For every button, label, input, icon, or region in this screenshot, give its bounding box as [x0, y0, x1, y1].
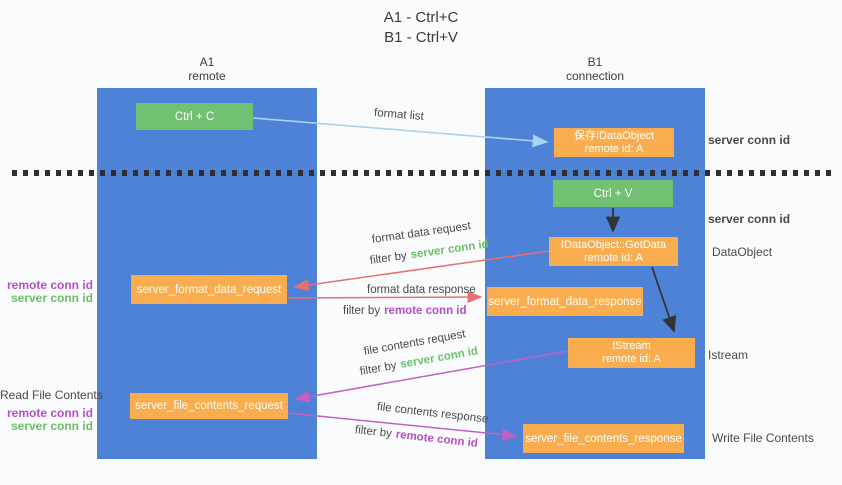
title-line-1: A1 - Ctrl+C	[383, 9, 459, 26]
filter-by-text: filter by	[358, 359, 398, 378]
remote-conn-id-left-mid-label: remote conn id	[6, 278, 93, 292]
istream-node: IStream remote id: A	[568, 338, 695, 368]
getdata-node: IDataObject::GetData remote id: A	[549, 237, 678, 266]
write-file-contents-label: Write File Contents	[712, 431, 814, 445]
server-format-data-request-label: server_format_data_request	[136, 283, 282, 296]
remote-conn-id-left-bottom-label: remote conn id	[6, 406, 93, 420]
server-format-data-response-label: server_format_data_response	[488, 295, 642, 308]
save-dataobject-line1: 保存IDataObject	[573, 129, 655, 142]
format-list-label: format list	[373, 107, 425, 123]
filter-by-text: filter by	[343, 305, 381, 317]
server-file-contents-request-node: server_file_contents_request	[130, 393, 288, 419]
server-format-data-request-node: server_format_data_request	[131, 275, 287, 304]
istream-line1: IStream	[612, 340, 651, 352]
save-dataobject-line2: remote id: A	[584, 142, 644, 155]
istream-side-label: Istream	[708, 348, 749, 362]
diagram-title: A1 - Ctrl+C B1 - Ctrl+V	[0, 8, 842, 48]
lifeline-a1-name: A1	[199, 55, 215, 69]
ctrl-v-label: Ctrl + V	[593, 187, 633, 200]
server-conn-id-right-top-label: server conn id	[708, 133, 791, 147]
save-dataobject-node: 保存IDataObject remote id: A	[554, 128, 674, 157]
left-conn-id-stack-bottom: remote conn id server conn id	[0, 407, 93, 433]
ctrl-c-node: Ctrl + C	[136, 103, 253, 130]
server-file-contents-response-label: server_file_contents_response	[525, 432, 682, 445]
server-conn-id-left-mid-label: server conn id	[10, 291, 93, 305]
ctrl-v-node: Ctrl + V	[553, 180, 673, 207]
server-file-contents-request-label: server_file_contents_request	[135, 400, 283, 412]
remote-conn-id-text: remote conn id	[384, 305, 467, 317]
lifeline-b1-name: B1	[587, 55, 603, 69]
lifeline-header-a1: A1 remote	[97, 55, 317, 83]
server-conn-id-right-mid-label: server conn id	[708, 212, 791, 226]
server-conn-id-left-bottom-label: server conn id	[10, 419, 93, 433]
lifeline-a1-role: remote	[188, 69, 226, 83]
read-file-contents-label: Read File Contents	[0, 388, 103, 402]
istream-line2: remote id: A	[602, 353, 661, 365]
server-conn-id-text: server conn id	[409, 238, 490, 262]
format-data-response-label: format data response	[367, 284, 476, 296]
server-file-contents-response-node: server_file_contents_response	[523, 424, 684, 453]
dotted-separator-line	[12, 170, 836, 176]
dataobject-label: DataObject	[712, 245, 773, 259]
ctrl-c-label: Ctrl + C	[174, 110, 215, 123]
getdata-line1: IDataObject::GetData	[560, 238, 667, 251]
filter-by-text: filter by	[354, 424, 393, 441]
remote-conn-id-text: remote conn id	[395, 428, 479, 450]
lifeline-b1-role: connection	[565, 69, 625, 83]
file-contents-response-label: file contents response	[376, 401, 489, 426]
getdata-line2: remote id: A	[584, 251, 643, 264]
filter-by-text: filter by	[369, 249, 408, 267]
lifeline-header-b1: B1 connection	[485, 55, 705, 83]
server-format-data-response-node: server_format_data_response	[487, 287, 643, 316]
left-conn-id-stack-mid: remote conn id server conn id	[0, 279, 93, 305]
title-line-2: B1 - Ctrl+V	[384, 29, 458, 46]
